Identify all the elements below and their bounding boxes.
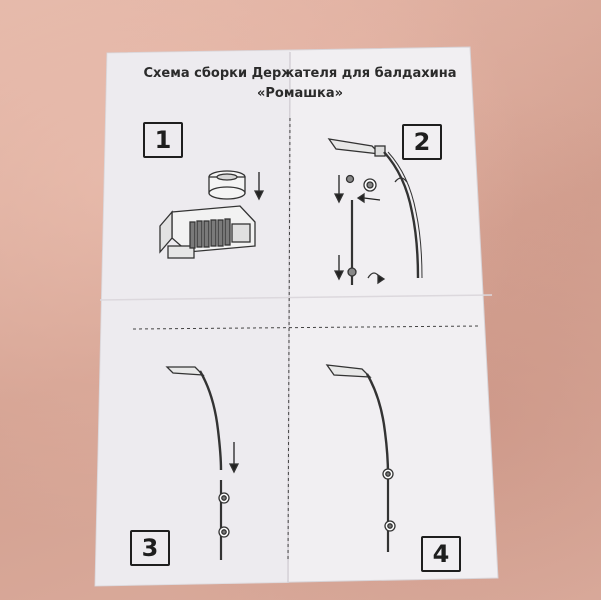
- vertical-divider: [287, 117, 291, 561]
- horizontal-divider: [132, 325, 481, 330]
- step-number-1: 1: [143, 122, 183, 158]
- sheet-subtitle: «Ромашка»: [256, 86, 344, 101]
- assembled-holder-icon: [325, 364, 396, 552]
- sheet-title: Схема сборки Держателя для балдахина: [143, 66, 457, 81]
- clamp-assembly-icon: [159, 170, 265, 259]
- step-number-3: 3: [130, 530, 170, 566]
- rod-clip-attach-icon: [165, 366, 240, 560]
- step-number-2: 2: [402, 124, 442, 160]
- step-number-4: 4: [421, 536, 461, 572]
- rod-bracket-assembly-icon: [327, 138, 423, 285]
